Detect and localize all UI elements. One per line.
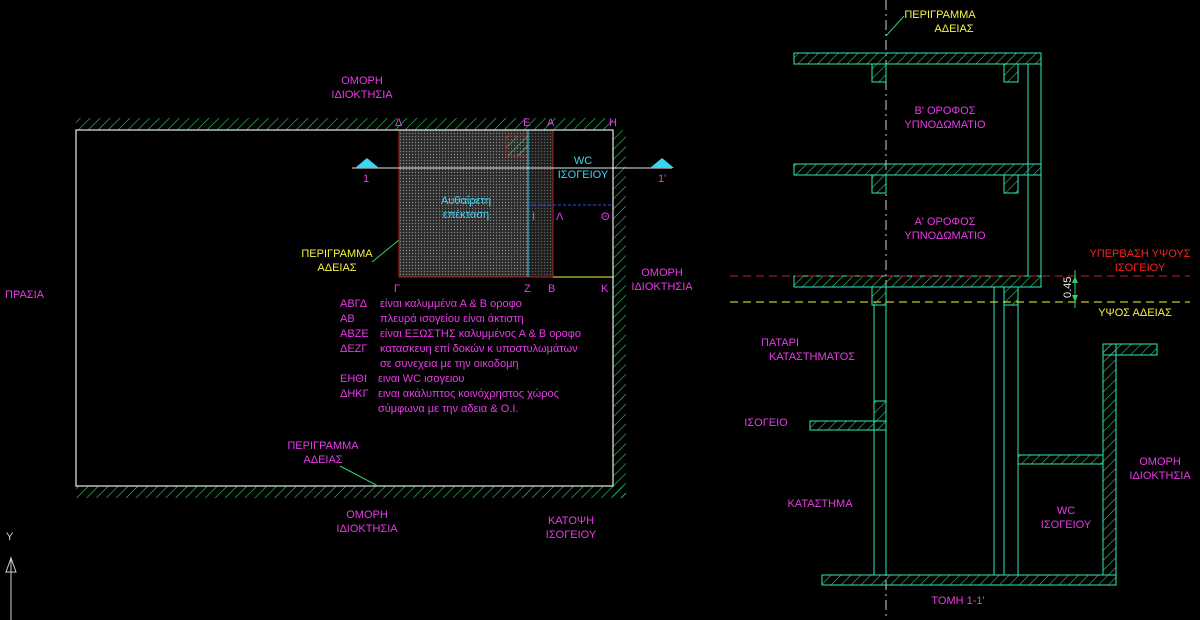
wc-plan-label-1: WC [574,155,592,167]
section-permit-1: ΠΕΡΙΓΡΑΜΜΑ [904,9,976,21]
point-k: Κ [601,283,609,295]
point-i: Ι [532,211,535,223]
bottom-neighbor-2: ΙΔΙΟΚΤΗΣΙΑ [336,523,398,535]
legend-key: ΑΒ [340,313,355,325]
point-th: Θ [601,211,610,223]
floor-plan: 1 1' Δ Ε Α Η Ι Λ Θ Γ Ζ Β Κ ΟΜΟΡΗ ΙΔΙΟΚΤΗ… [5,75,693,541]
extension-label-2: επέκταση [443,209,489,221]
legend-text: σύμφωνα με την αδεια & Ο.Ι. [378,403,518,415]
mezzanine-beam [873,400,887,422]
right-neighbor-2: ΙΔΙΟΚΤΗΣΙΑ [631,281,693,293]
section-mark-1p: 1' [658,173,666,185]
neighbor-wall [1102,343,1117,576]
top-hatch [76,118,613,130]
point-g: Γ [394,283,400,295]
slab-a-floor [793,275,1042,288]
bottom-neighbor-1: ΟΜΟΡΗ [346,509,388,521]
plan-caption-1: ΚΑΤΟΨΗ [548,515,594,527]
beam [1003,286,1019,306]
extension-label-1: Αυθαίρετη [441,195,491,207]
left-label-prasia: ΠΡΑΣΙΑ [5,289,45,301]
permit-leader [885,15,905,37]
slab-b-floor [793,163,1042,176]
point-e: Ε [523,117,530,129]
wc-slab [1017,454,1104,465]
floor-b-2: ΥΠΝΟΔΩΜΑΤΙΟ [904,119,986,131]
ucs-icon: Y [5,531,17,620]
dim-arrow [1072,276,1078,283]
neighbor-roof [1102,343,1158,356]
mezzanine-2: ΚΑΤΑΣΤΗΜΑΤΟΣ [769,351,855,363]
beam [871,286,887,306]
legend-text: σε συνεχεια με την οικοδομη [380,358,519,370]
plot-outline [75,129,614,487]
roof-slab [793,52,1042,65]
section-caption: ΤΟΜΗ 1-1' [931,595,984,607]
permit-height-label: ΥΨΟΣ ΑΔΕΙΑΣ [1098,307,1172,319]
ucs-y-label: Y [6,531,14,543]
section-neighbor-1: ΟΜΟΡΗ [1139,456,1181,468]
point-a: Α [547,117,555,129]
point-h: Η [609,117,617,129]
beam [871,174,887,194]
point-l: Λ [556,211,564,223]
floor-b-1: Β' ΟΡΟΦΟΣ [914,105,975,117]
beam [871,63,887,83]
section-drawing: 0.45 ΠΕΡΙΓΡΑΜΜΑ ΑΔΕΙΑΣ Β' ΟΡΟΦΟΣ ΥΠΝΟΔΩΜ… [730,0,1191,620]
legend-key: ΑΒΓΔ [340,298,368,310]
floor-a-1: Α' ΟΡΟΦΟΣ [914,216,975,228]
permit-outline-bottom-2: ΑΔΕΙΑΣ [303,454,342,466]
ucs-arrow-icon [5,556,17,573]
bottom-hatch [76,486,626,498]
legend-text: πλευρά ισογείου είναι άκτιστη [380,313,524,325]
legend-key: ΔΕΖΓ [340,343,367,355]
mezzanine-1: ΠΑΤΑΡΙ [761,337,799,349]
legend-text: κατασκευη επί δοκών κ υποστυλωμάτων [380,343,578,355]
legend-key: ΕΗΘΙ [340,373,367,385]
section-wc-2: ΙΣΟΓΕΙΟΥ [1041,519,1092,531]
ground-label: ΙΣΟΓΕΙΟ [744,417,788,429]
floor-a-2: ΥΠΝΟΔΩΜΑΤΙΟ [904,230,986,242]
legend: ΑΒΓΔ είναι καλυμμένα Α & Β οροφο ΑΒ πλευ… [340,298,581,415]
column-e [505,135,529,157]
permit-outline-bottom-1: ΠΕΡΙΓΡΑΜΜΑ [287,440,359,452]
top-neighbor-2: ΙΔΙΟΚΤΗΣΙΑ [331,89,393,101]
section-wc-1: WC [1057,505,1075,517]
permit-outline-top-2: ΑΔΕΙΑΣ [317,262,356,274]
dim-arrow [1072,295,1078,302]
legend-text: ειναι ακάλυπτος κοινόχρηστος χώρος [378,388,559,400]
point-b: Β [548,283,555,295]
beam [1003,63,1019,83]
plan-caption-2: ΙΣΟΓΕΙΟΥ [546,529,597,541]
legend-key: ΔΗΚΓ [340,388,369,400]
section-neighbor-2: ΙΔΙΟΚΤΗΣΙΑ [1129,470,1191,482]
height-exceed-2: ΙΣΟΓΕΙΟΥ [1115,262,1166,274]
section-arrow-1p [650,158,674,168]
legend-key: ΑΒΖΕ [340,328,369,340]
mezzanine-slab [809,420,887,431]
height-exceed-1: ΥΠΕΡΒΑΣΗ ΥΨΟΥΣ [1089,248,1190,260]
dimension-value: 0.45 [1062,277,1074,298]
right-hatch [613,130,626,498]
beam [1003,174,1019,194]
balcony-area [528,130,553,277]
permit-outline-top-1: ΠΕΡΙΓΡΑΜΜΑ [301,248,373,260]
wc-plan-label-2: ΙΣΟΓΕΙΟΥ [558,169,609,181]
section-mark-1: 1 [363,173,369,185]
point-z: Ζ [524,283,531,295]
section-permit-2: ΑΔΕΙΑΣ [934,23,973,35]
ground-slab [821,574,1117,586]
right-neighbor-1: ΟΜΟΡΗ [641,267,683,279]
top-neighbor-1: ΟΜΟΡΗ [341,75,383,87]
legend-text: είναι καλυμμένα Α & Β οροφο [380,298,522,310]
section-arrow-1 [355,158,379,168]
shop-label: ΚΑΤΑΣΤΗΜΑ [787,498,853,510]
point-d: Δ [395,117,403,129]
permit-leader-top [371,239,400,263]
legend-text: είναι ΕΞΩΣΤΗΣ καλυμμένος Α & Β οροφο [380,328,581,340]
permit-leader-bottom [339,465,379,487]
legend-text: ειναι WC ισογειου [378,373,464,385]
